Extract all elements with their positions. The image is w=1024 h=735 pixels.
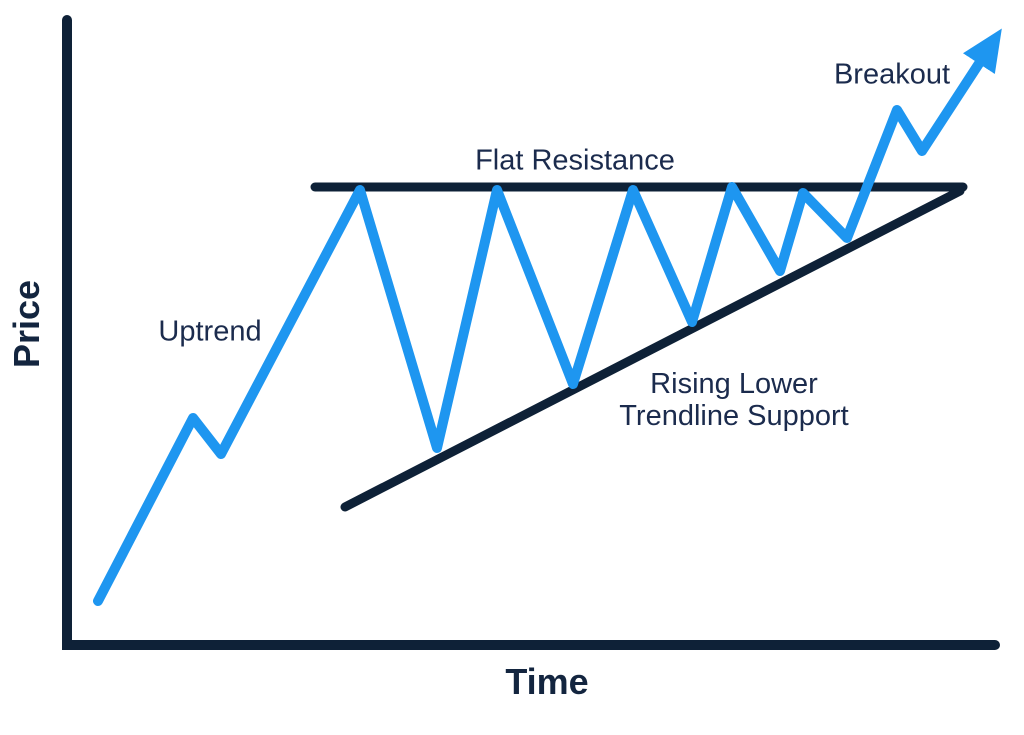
breakout-label: Breakout bbox=[833, 58, 951, 91]
price-line bbox=[93, 28, 1002, 606]
rising-support-trendline bbox=[340, 186, 965, 512]
price-axis-label: Price bbox=[6, 279, 47, 369]
rising-support-label-line2: Trendline Support bbox=[619, 400, 849, 432]
rising-support-label-line1: Rising Lower bbox=[650, 368, 818, 400]
time-axis-label: Time bbox=[505, 661, 589, 702]
rising-support-label: Rising Lower Trendline Support bbox=[619, 368, 848, 432]
price-time-axes bbox=[62, 15, 1000, 650]
flat-resistance-label: Flat Resistance bbox=[475, 144, 675, 177]
uptrend-label: Uptrend bbox=[158, 315, 262, 348]
